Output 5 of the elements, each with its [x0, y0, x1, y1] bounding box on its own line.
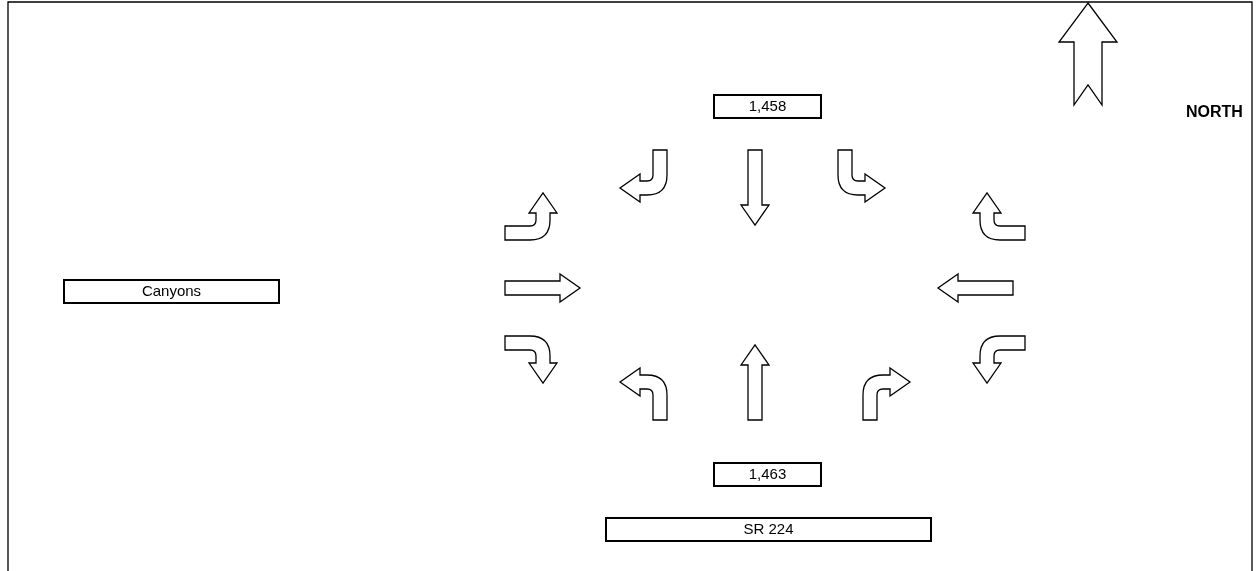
- street-name-box: SR 224: [605, 517, 932, 542]
- count-box: 1,463: [713, 462, 822, 487]
- direction-label: NORTH: [1186, 103, 1243, 121]
- street-name-box: Canyons: [63, 279, 280, 304]
- count-box: 1,458: [713, 94, 822, 119]
